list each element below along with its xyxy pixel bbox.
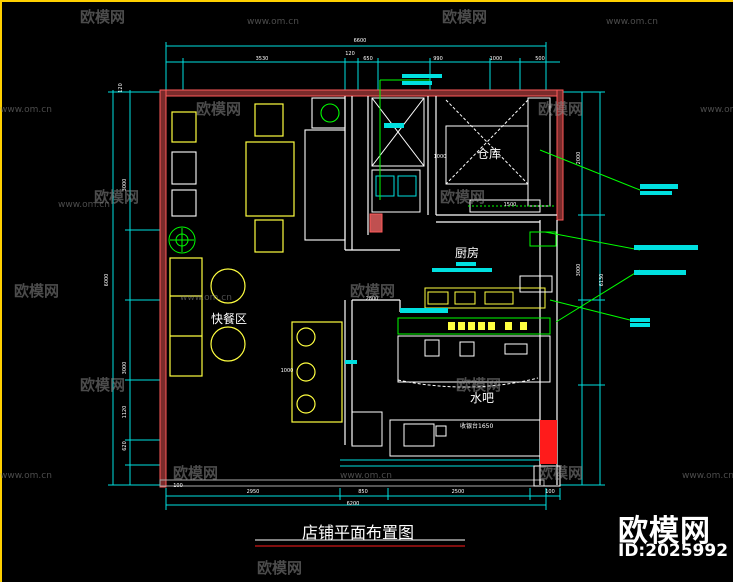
dimension-lines — [108, 42, 605, 510]
dim-bottom-small-1: 100 — [173, 483, 183, 489]
dim-top-2: 120 — [345, 51, 355, 57]
dim-left-5: 1120 — [122, 406, 128, 419]
dim-top-3: 650 — [363, 56, 373, 62]
watermark-brand: 欧模网 — [14, 282, 60, 300]
watermark-brand: 欧模网 — [456, 376, 502, 394]
dim-counter-1: 1000 — [281, 368, 294, 374]
watermark-brand: 欧模网 — [173, 464, 219, 482]
room-labels: 仓库 厨房 水吧 快餐区 — [211, 146, 501, 405]
brand-logo-text: 欧模网 — [618, 514, 711, 549]
watermark-url: www.om.cn — [700, 105, 733, 115]
dim-bottom-small-2: 100 — [545, 489, 555, 495]
plant-icon — [168, 226, 196, 254]
watermark-brand: 欧模网 — [440, 188, 486, 206]
dim-storage-2: 1500 — [504, 202, 517, 208]
annotation-tags — [345, 74, 698, 364]
kitchen-equipment — [397, 231, 557, 383]
dining-furniture — [169, 103, 343, 423]
dim-top-4: 990 — [433, 56, 443, 62]
watermark-url: www.om.cn — [0, 471, 52, 481]
dim-left-3: 6000 — [104, 274, 110, 287]
dim-storage-1: 1000 — [434, 154, 447, 160]
annotation-leaders — [379, 79, 641, 323]
watermark-brand: 欧模网 — [350, 282, 396, 300]
watermark-brand: 欧模网 — [80, 376, 126, 394]
dim-bottom-total: 6200 — [347, 501, 360, 507]
utility-shaft — [369, 97, 425, 233]
dim-right-2: 6130 — [599, 274, 605, 287]
dim-kitchen-1: 2800 — [366, 296, 379, 302]
room-label-dining: 快餐区 — [211, 311, 247, 326]
dim-left-4: 3000 — [122, 362, 128, 375]
dimension-labels: 6600 3530 120 650 990 1000 500 2950 850 … — [173, 38, 555, 507]
watermark-url: www.om.cn — [0, 105, 52, 115]
watermark-brand: 欧模网 — [94, 188, 140, 206]
watermark-url: www.om.cn — [58, 200, 110, 210]
room-label-bar: 水吧 — [470, 391, 494, 405]
exterior-wall — [159, 89, 564, 488]
entrance-threshold — [533, 465, 561, 487]
drawing-title: 店铺平面布置图 — [302, 523, 415, 542]
brand-id: ID:2025992 — [618, 541, 729, 561]
dim-bottom-3: 2500 — [452, 489, 465, 495]
vertical-dimension-labels: 120 3000 6000 3000 1120 620 2000 6130 30… — [104, 83, 605, 451]
watermark-url: www.om.cn — [606, 17, 658, 27]
watermark-brand: 欧模网 — [538, 464, 584, 482]
dim-bottom-1: 2950 — [247, 489, 260, 495]
room-label-kitchen: 厨房 — [455, 245, 479, 260]
dim-bottom-2: 850 — [358, 489, 368, 495]
watermark-url: www.om.cn — [682, 471, 733, 481]
watermark-brand: 欧模网 — [257, 559, 303, 577]
dim-left-1: 120 — [118, 83, 124, 93]
dim-right-1: 2000 — [576, 152, 582, 165]
dim-top-5: 1000 — [490, 56, 503, 62]
bar-counter — [340, 377, 541, 467]
dim-left-6: 620 — [122, 441, 128, 451]
cashier-label: 收银台1650 — [460, 422, 493, 430]
dim-top-total: 6600 — [354, 38, 367, 44]
watermark-url: www.om.cn — [180, 293, 232, 303]
watermark-url: www.om.cn — [247, 17, 299, 27]
watermark-url: www.om.cn — [340, 471, 392, 481]
storage-shelving — [445, 97, 556, 213]
lounge-chairs — [171, 97, 346, 241]
dim-left-2: 3000 — [122, 179, 128, 192]
kitchen-counter-pattern — [448, 322, 527, 330]
red-door-marker — [540, 420, 557, 464]
watermark-brand: 欧模网 — [196, 100, 242, 118]
dim-right-3: 3000 — [576, 264, 582, 277]
dim-top-1: 3530 — [256, 56, 269, 62]
dim-top-6: 500 — [535, 56, 545, 62]
watermark-brand: 欧模网 — [538, 100, 584, 118]
watermark-brand: 欧模网 — [442, 8, 488, 26]
room-label-storage: 仓库 — [477, 146, 501, 161]
watermark-brand: 欧模网 — [80, 8, 126, 26]
